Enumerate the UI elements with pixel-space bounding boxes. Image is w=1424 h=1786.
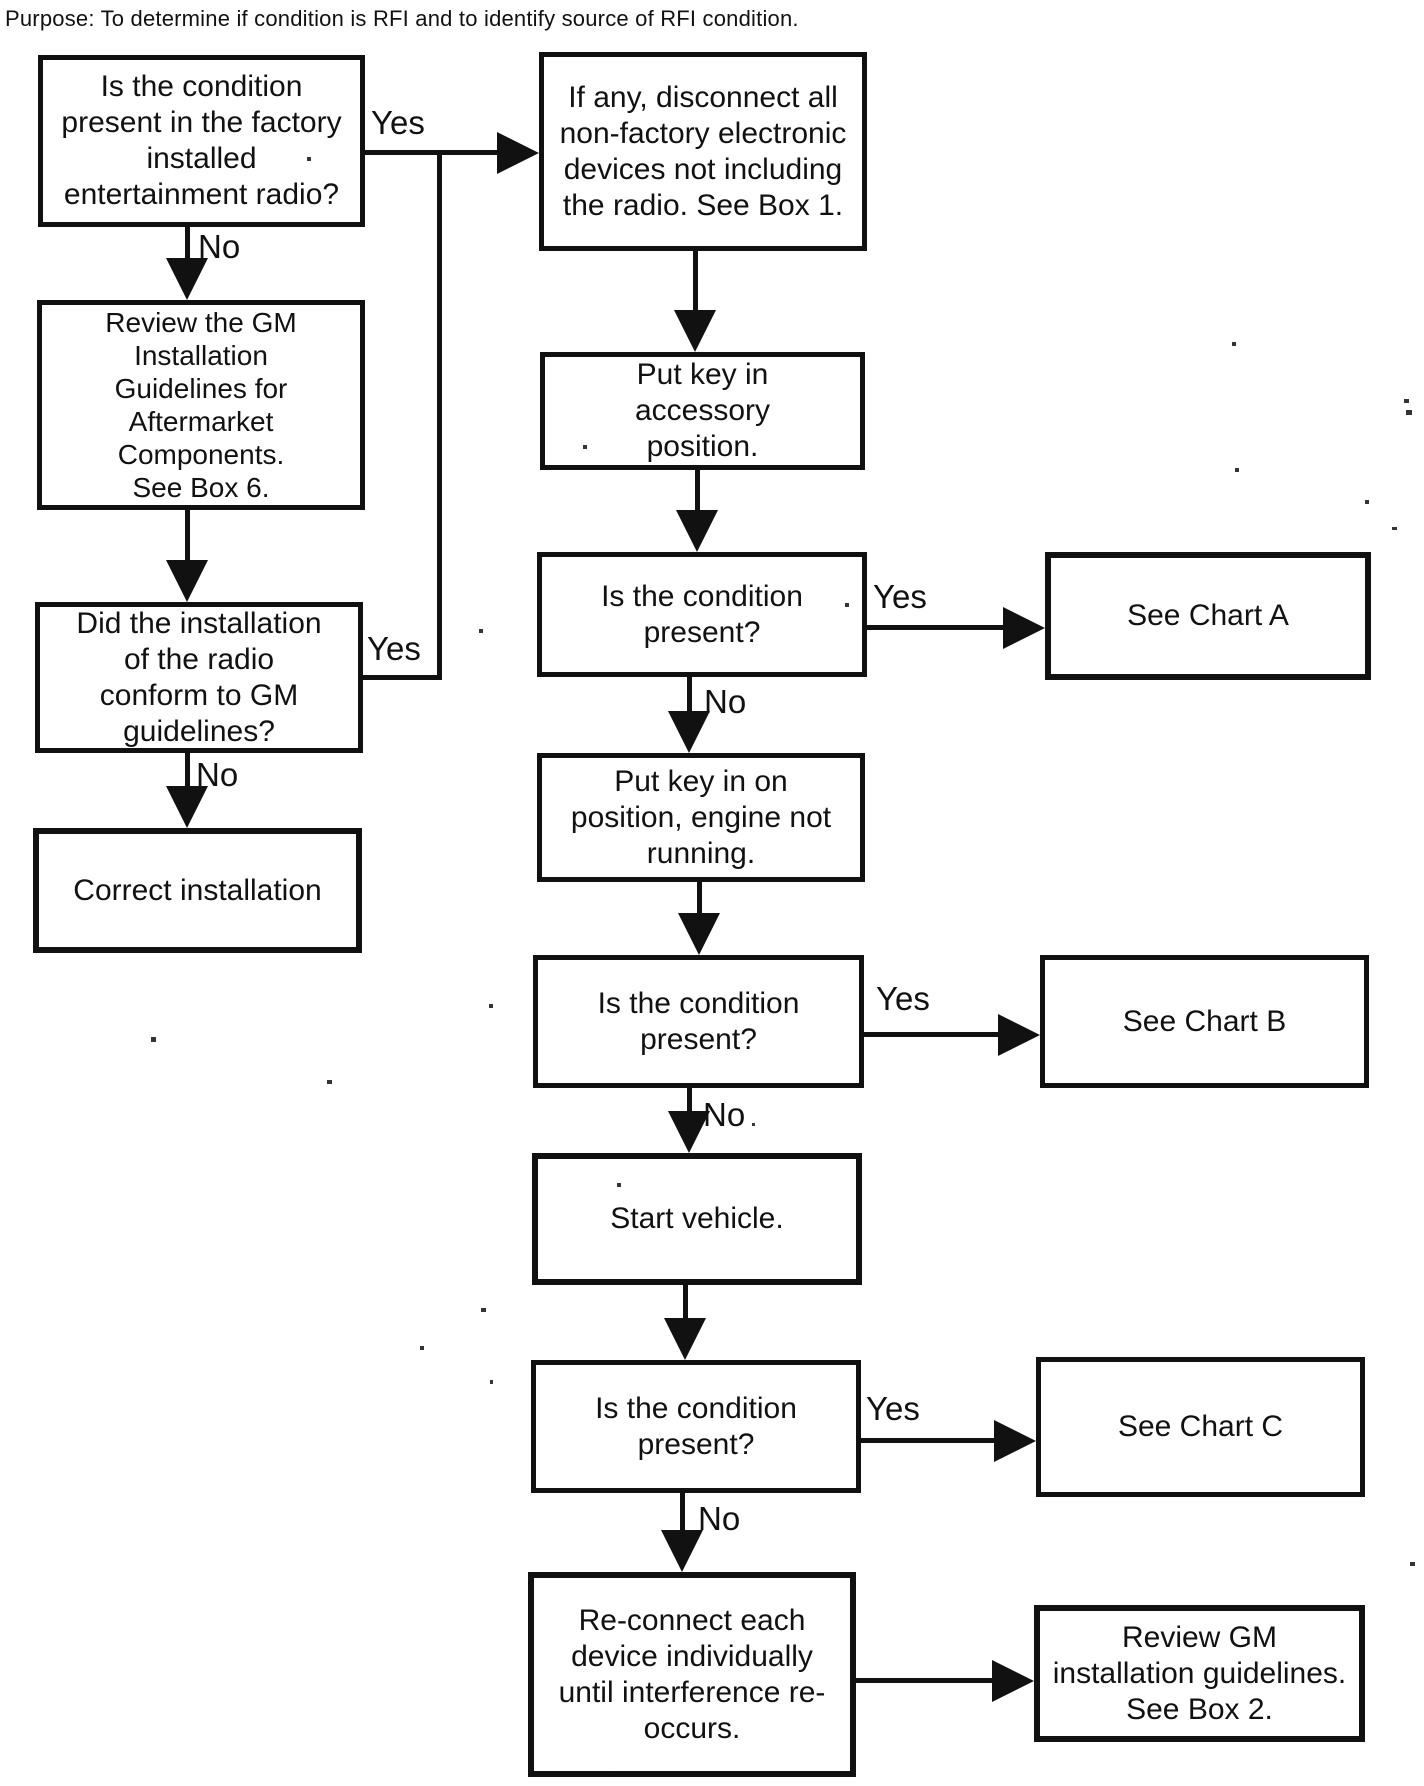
node-label: Re-connect each device individually unti… xyxy=(558,1603,826,1745)
noise-dot xyxy=(1235,468,1239,472)
node-condition-present-3: Is the condition present? xyxy=(531,1360,861,1493)
connector-line xyxy=(697,882,702,917)
connector-line xyxy=(363,675,442,680)
noise-dot xyxy=(845,603,849,607)
noise-dot xyxy=(481,1308,486,1312)
purpose-text: Purpose: To determine if condition is RF… xyxy=(5,6,799,31)
node-label: Review GM installation guidelines. See B… xyxy=(1052,1620,1347,1726)
connector-line xyxy=(185,510,190,565)
noise-dot xyxy=(327,1080,332,1084)
noise-dot xyxy=(151,1037,156,1042)
node-disconnect-devices: If any, disconnect all non-factory elect… xyxy=(539,52,867,251)
node-label: See Chart C xyxy=(1117,1410,1284,1443)
node-label: Start vehicle. xyxy=(610,1202,784,1235)
noise-dot xyxy=(608,1771,612,1774)
arrowhead-down-icon xyxy=(664,1318,706,1360)
arrowhead-down-icon xyxy=(678,913,720,955)
connector-line xyxy=(683,1285,688,1325)
node-review-gm-box2: Review GM installation guidelines. See B… xyxy=(1034,1605,1365,1742)
connector-line xyxy=(185,753,190,791)
arrowhead-right-icon xyxy=(497,132,539,174)
node-review-guidelines: Review the GM Installation Guidelines fo… xyxy=(37,300,365,510)
noise-dot xyxy=(1406,410,1412,415)
connector-line xyxy=(856,1678,992,1683)
node-key-accessory: Put key in accessory position. xyxy=(540,352,865,470)
node-see-chart-c: See Chart C xyxy=(1036,1357,1365,1497)
connector-line xyxy=(185,227,190,265)
node-reconnect-devices: Re-connect each device individually unti… xyxy=(528,1572,856,1777)
arrowhead-right-icon xyxy=(998,1014,1040,1056)
node-key-on-position: Put key in on position, engine not runni… xyxy=(537,753,865,882)
node-label: Put key in on position, engine not runni… xyxy=(570,764,832,870)
connector-line xyxy=(695,470,700,512)
node-label: Put key in accessory position. xyxy=(634,358,771,463)
connector-line xyxy=(864,1032,998,1037)
connector-line xyxy=(687,1088,692,1118)
arrowhead-down-icon xyxy=(676,510,718,552)
noise-dot xyxy=(420,1346,424,1350)
edge-label-yes: Yes xyxy=(367,630,421,667)
noise-dot xyxy=(490,1380,493,1384)
noise-dot xyxy=(1365,500,1369,504)
node-install-conform-question: Did the installation of the radio confor… xyxy=(35,602,363,753)
arrowhead-down-icon xyxy=(674,310,716,352)
arrowhead-down-icon xyxy=(668,711,710,753)
connector-line xyxy=(867,625,1003,630)
arrowhead-down-icon xyxy=(668,1111,710,1153)
node-label: See Chart A xyxy=(1127,599,1289,632)
node-label: Correct installation xyxy=(73,873,322,907)
connector-line xyxy=(680,1493,685,1535)
arrowhead-down-icon xyxy=(166,560,208,602)
noise-dot xyxy=(752,1123,755,1126)
connector-line xyxy=(693,251,698,313)
edge-label-no: No xyxy=(698,1500,741,1537)
noise-dot xyxy=(1404,399,1409,403)
node-start-vehicle: Start vehicle. xyxy=(532,1153,862,1285)
arrowhead-down-icon xyxy=(661,1530,703,1572)
edge-label-no: No xyxy=(703,1096,746,1133)
noise-dot xyxy=(1392,527,1397,530)
arrowhead-right-icon xyxy=(1003,607,1045,649)
node-label: Is the condition present? xyxy=(597,986,800,1056)
connector-line xyxy=(437,150,442,680)
noise-dot xyxy=(307,157,311,161)
arrowhead-right-icon xyxy=(992,1660,1034,1702)
noise-dot xyxy=(1232,342,1236,346)
edge-label-yes: Yes xyxy=(876,980,930,1017)
node-see-chart-b: See Chart B xyxy=(1040,955,1369,1088)
arrowhead-right-icon xyxy=(994,1420,1036,1462)
edge-label-yes: Yes xyxy=(866,1390,920,1427)
connector-line xyxy=(365,150,505,155)
noise-dot xyxy=(617,1183,621,1187)
edge-label-yes: Yes xyxy=(873,578,927,615)
node-label: See Chart B xyxy=(1122,1004,1287,1038)
node-factory-radio-question: Is the condition present in the factory … xyxy=(38,55,365,227)
node-label: Did the installation of the radio confor… xyxy=(76,606,322,748)
noise-dot xyxy=(479,629,483,633)
edge-label-no: No xyxy=(704,683,747,720)
arrowhead-down-icon xyxy=(166,258,208,300)
connector-line xyxy=(687,677,692,713)
node-label: Is the condition present? xyxy=(601,579,803,649)
noise-dot xyxy=(489,1004,493,1008)
noise-dot xyxy=(583,445,587,449)
node-label: If any, disconnect all non-factory elect… xyxy=(559,80,847,222)
noise-dot xyxy=(1410,1562,1415,1566)
arrowhead-down-icon xyxy=(166,786,208,828)
node-condition-present-1: Is the condition present? xyxy=(537,552,867,677)
node-label: Is the condition present? xyxy=(595,1391,797,1461)
node-condition-present-2: Is the condition present? xyxy=(533,955,864,1088)
edge-label-no: No xyxy=(198,228,241,265)
node-see-chart-a: See Chart A xyxy=(1045,552,1371,680)
connector-line xyxy=(861,1438,994,1443)
node-correct-installation: Correct installation xyxy=(33,828,362,953)
edge-label-no: No xyxy=(196,756,239,793)
node-label: Is the condition present in the factory … xyxy=(61,70,342,211)
node-label: Review the GM Installation Guidelines fo… xyxy=(105,306,297,504)
edge-label-yes: Yes xyxy=(371,104,425,141)
